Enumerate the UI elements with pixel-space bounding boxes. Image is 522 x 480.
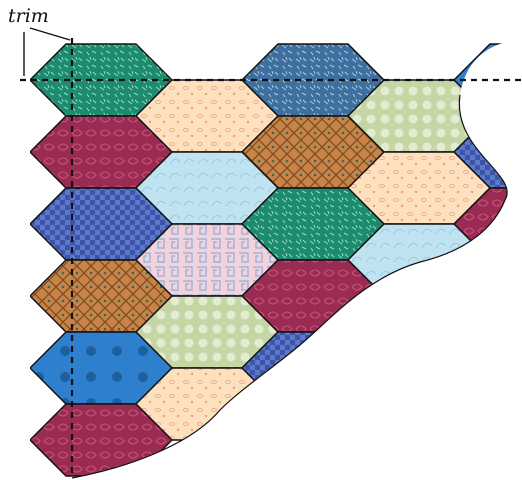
hexagon-burgundy-paisley xyxy=(242,404,384,476)
hexagon-blue-check xyxy=(348,296,490,368)
trim-leader-right xyxy=(30,28,70,40)
hexagon-quilt xyxy=(30,44,522,476)
trim-label: trim xyxy=(8,5,49,27)
